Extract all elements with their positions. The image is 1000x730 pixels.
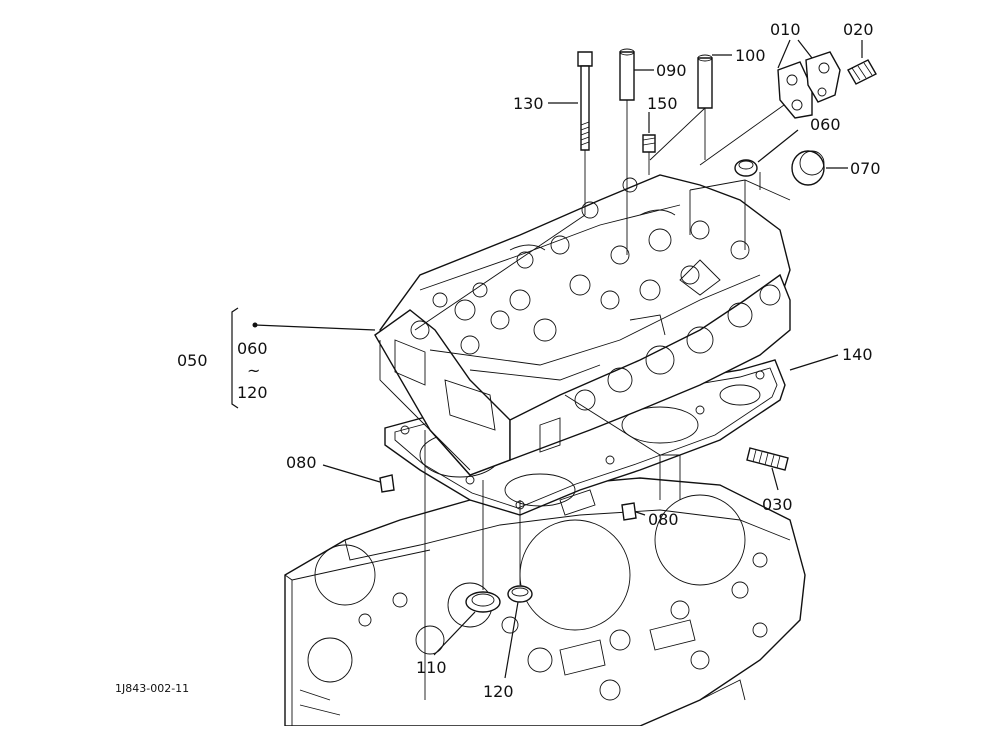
callout-120-bottom: 120 <box>483 682 514 701</box>
plug-070 <box>791 150 825 186</box>
leader-lines <box>252 39 863 700</box>
callout-060-top: 060 <box>810 115 841 134</box>
guide-090 <box>619 48 635 101</box>
callout-030: 030 <box>762 495 793 514</box>
callout-080-left: 080 <box>286 453 317 472</box>
callout-020: 020 <box>843 20 874 39</box>
fitting-020 <box>847 59 877 85</box>
bolt-130 <box>577 51 593 151</box>
callout-070: 070 <box>850 159 881 178</box>
cylinder-head <box>374 174 791 476</box>
callout-080-right: 080 <box>648 510 679 529</box>
seal-060 <box>734 159 758 177</box>
engine-block <box>284 477 806 727</box>
callout-120-range: 120 <box>237 383 268 402</box>
figure-code: 1J843-002-11 <box>115 682 189 695</box>
callout-150: 150 <box>647 94 678 113</box>
callout-labels: 130 090 100 150 010 020 060 070 140 080 … <box>115 20 881 701</box>
dowel-080-left <box>379 474 395 493</box>
stud-030 <box>746 447 789 471</box>
ring-110 <box>465 591 501 613</box>
callout-140: 140 <box>842 345 873 364</box>
guide-100 <box>697 54 713 109</box>
callout-100: 100 <box>735 46 766 65</box>
plug-150 <box>642 134 656 153</box>
callout-010: 010 <box>770 20 801 39</box>
flange-010 <box>777 51 841 119</box>
ring-120 <box>507 585 533 603</box>
callout-130: 130 <box>513 94 544 113</box>
callout-060-range: 060 <box>237 339 268 358</box>
range-bracket <box>231 307 239 409</box>
dowel-080-right <box>621 502 637 521</box>
callout-110: 110 <box>416 658 447 677</box>
callout-090: 090 <box>656 61 687 80</box>
range-tilde: ~ <box>247 361 260 380</box>
callout-050: 050 <box>177 351 208 370</box>
